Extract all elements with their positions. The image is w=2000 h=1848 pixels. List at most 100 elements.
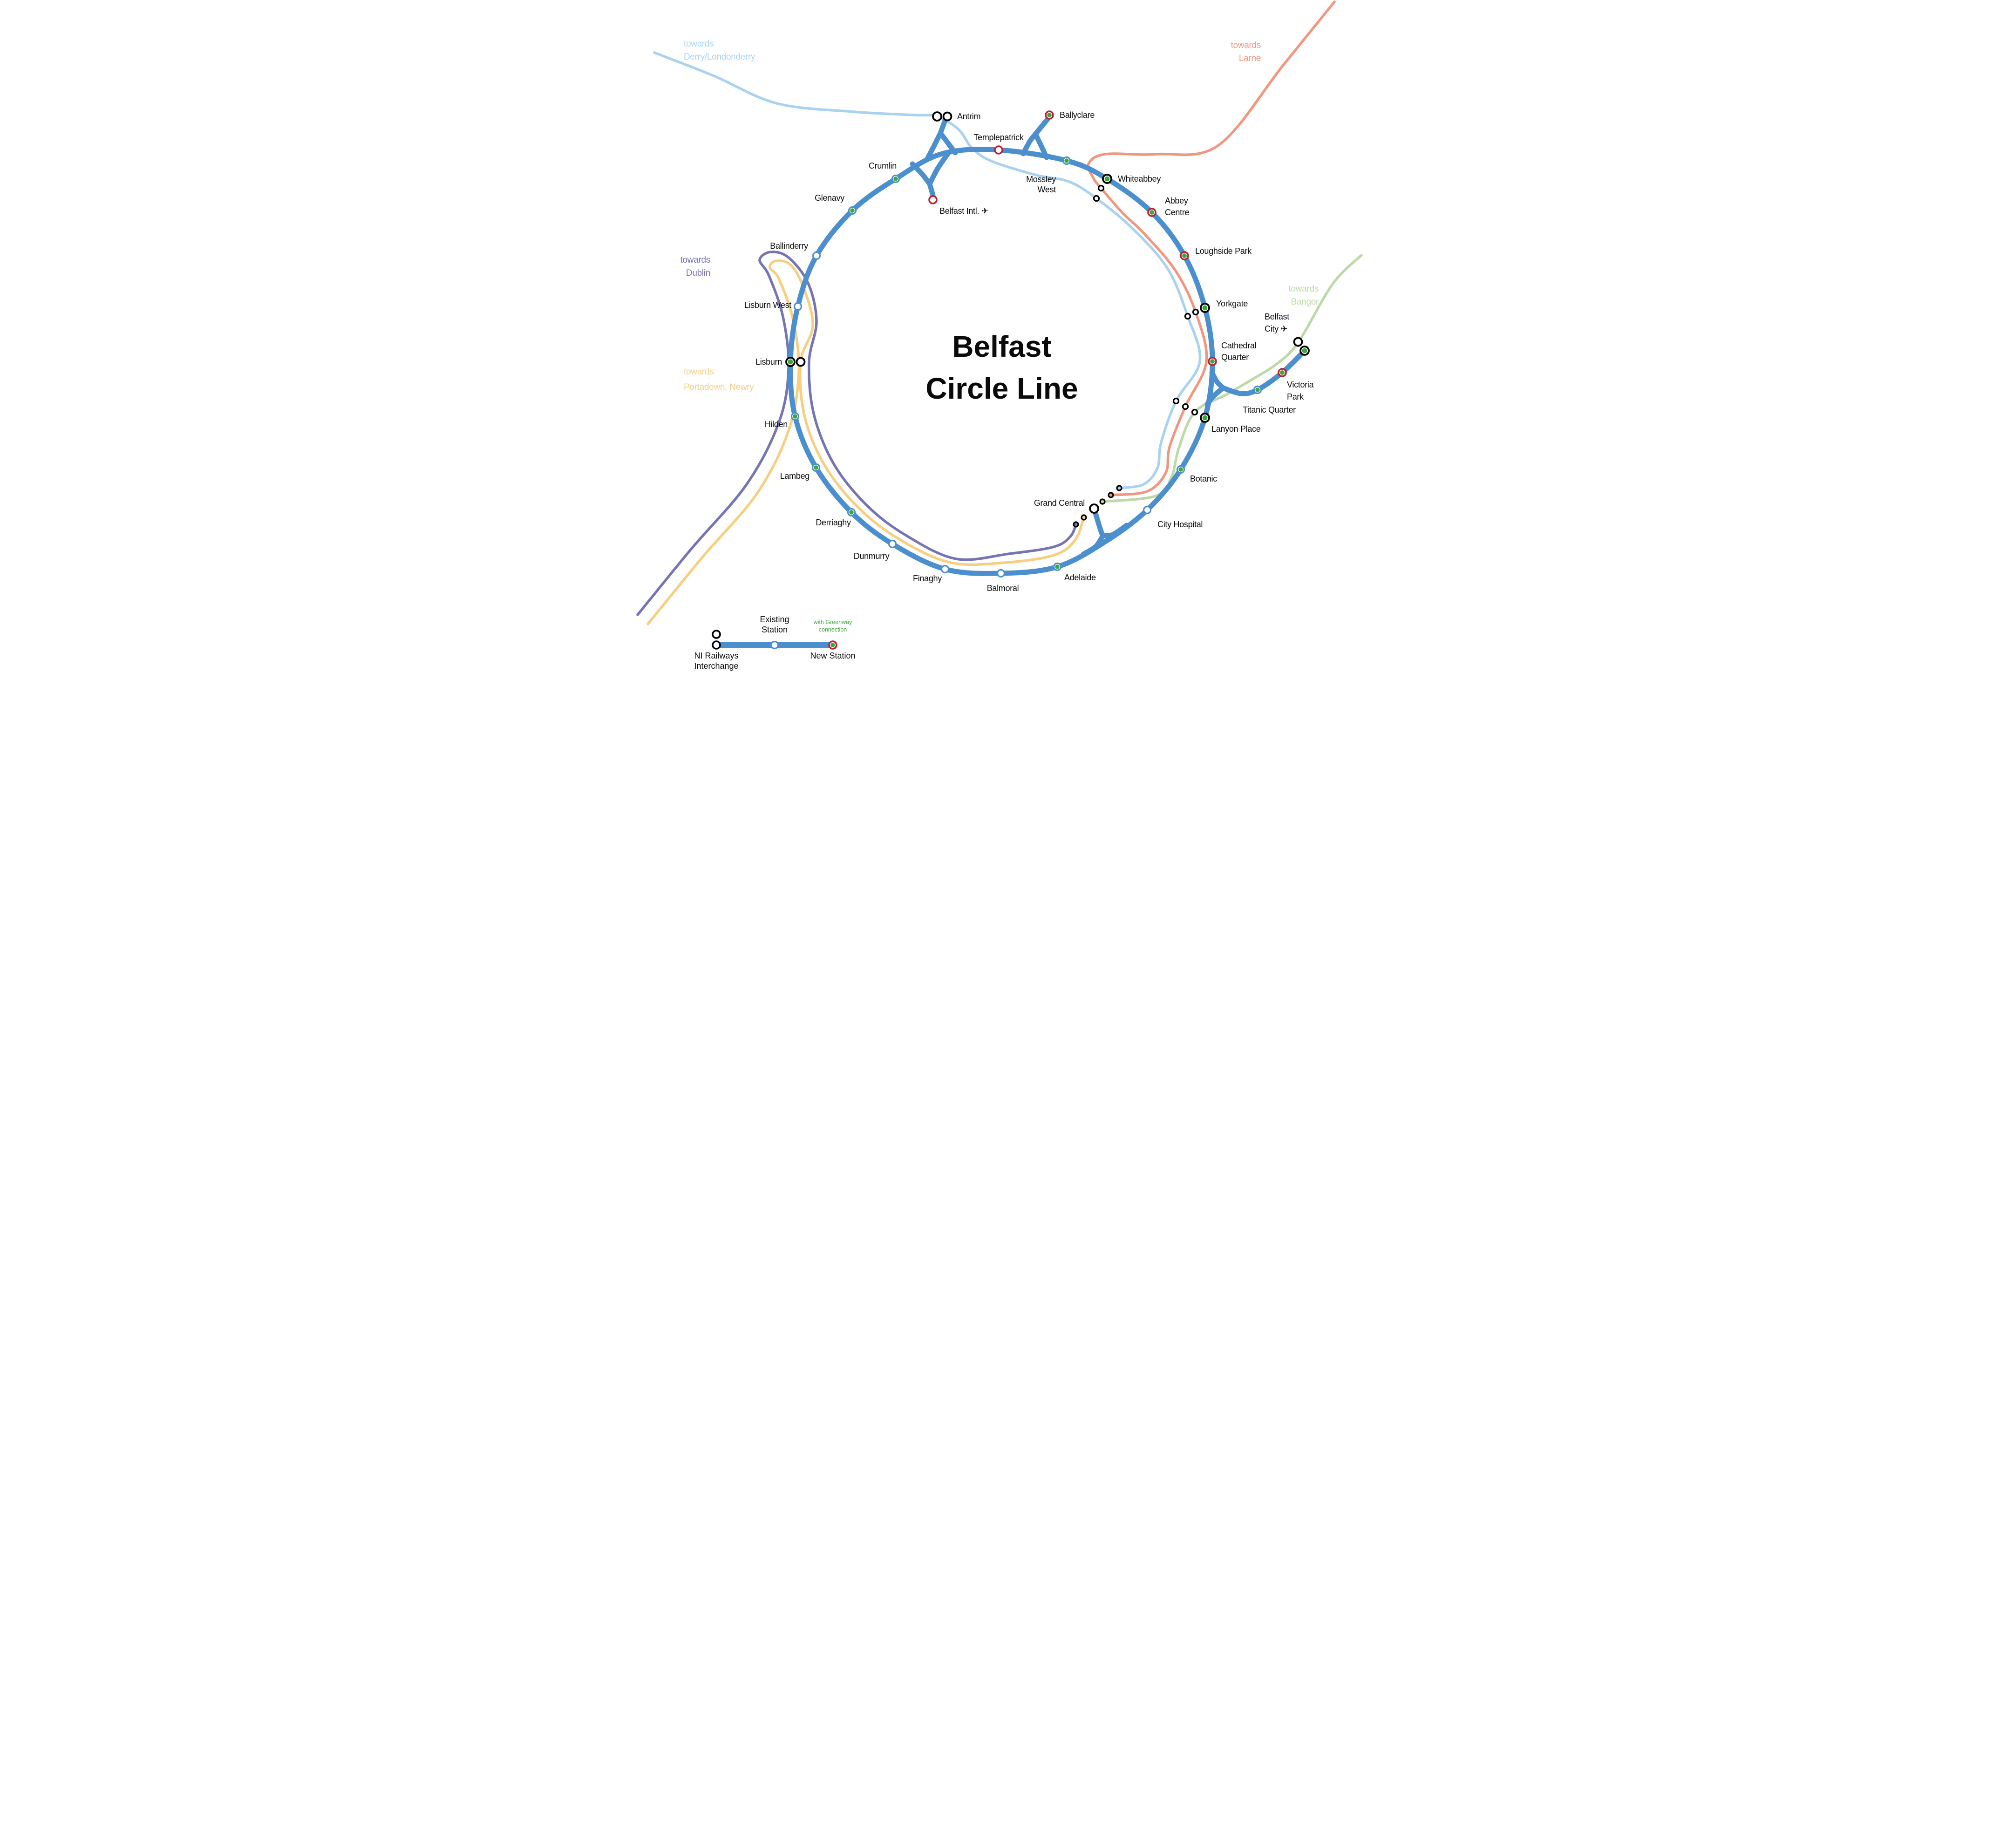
legend-interchange-label: Interchange [694,661,738,671]
map-title-line2: Circle Line [925,372,1078,405]
legend-greenway-dot-icon [830,643,835,647]
station-lisburn [785,357,806,367]
greenway-dot-icon [850,208,855,213]
interchange-link-icon [1097,184,1105,192]
station-label-antrim: Antrim [957,112,980,121]
feeder-lines [636,0,1363,625]
line-main-branch-14 [1081,533,1106,557]
station-finaghy [940,564,950,574]
station-label-abbeycentre: Centre [1165,208,1190,217]
greenway-dot-icon [1055,564,1060,569]
station-belfastintl [928,195,938,204]
station-adelaide [1053,562,1062,571]
station-whiteabbey [1093,174,1112,202]
station-loughsidepark [1180,251,1189,260]
line-main-branch-10 [1204,385,1226,407]
existing-station-icon [793,302,803,311]
greenway-dot-icon [1064,158,1069,163]
interchange-link-icon [1293,337,1303,347]
station-label-cityhospital: City Hospital [1157,520,1203,529]
terminus-label-larne: Larne [1239,54,1261,63]
interchange-link-icon-bangor [1099,498,1106,505]
line-larne [1087,0,1336,496]
new-station-icon [994,145,1003,155]
station-grandcentral [1073,485,1122,528]
station-label-adelaide: Adelaide [1064,573,1096,582]
station-label-whiteabbey: Whiteabbey [1118,174,1161,183]
terminus-label-derry: towards [684,39,714,49]
station-crumlin [891,174,900,183]
line-dublin [636,251,1077,616]
station-ballinderry [812,251,821,260]
station-dunmurry [888,539,897,549]
station-label-lisburn: Lisburn [755,357,782,367]
station-lambeg [811,463,821,472]
line-portadown [646,259,1085,625]
station-antrim [932,111,952,122]
station-label-yorkgate: Yorkgate [1216,299,1248,308]
greenway-dot-icon [793,414,797,419]
terminus-label-bangor: Bangor [1291,297,1319,307]
interchange-link-icon [1093,195,1100,202]
greenway-dot-icon [893,177,898,181]
terminus-label-derry: Derry/Londonderry [684,52,755,62]
line-derry [653,51,1202,489]
station-label-belfastintl: Belfast Intl. ✈ [939,206,988,216]
greenway-dot-icon [1255,387,1260,392]
legend-greenway-note: connection [819,626,847,633]
terminus-label-bangor: towards [1289,284,1319,294]
terminus-label-portadown: towards [684,367,714,377]
existing-station-icon [888,539,897,549]
greenway-dot-icon [1210,359,1215,364]
legend-existing-station-icon [770,640,779,650]
stations [785,110,1310,578]
station-balmoral [996,569,1006,578]
greenway-dot-icon [1302,348,1307,353]
station-victoriapark [1278,368,1287,377]
station-label-grandcentral: Grand Central [1034,498,1085,508]
greenway-dot-icon [1202,415,1208,421]
terminus-label-portadown: Portadown, Newry [684,382,754,392]
station-label-lanyonplace: Lanyon Place [1211,424,1261,434]
station-derriaghy [847,508,856,517]
station-label-templepatrick: Templepatrick [973,133,1024,142]
station-ballyclare [1045,110,1054,120]
existing-station-icon [812,251,821,260]
station-label-mossleywest: Mossley [1026,175,1056,184]
station-label-dunmurry: Dunmurry [854,551,890,561]
station-label-balmoral: Balmoral [987,584,1019,593]
station-label-lisburnwest: Lisburn West [744,300,791,310]
terminus-label-dublin: towards [680,255,710,265]
greenway-dot-icon [1178,467,1183,472]
station-templepatrick [994,145,1003,155]
station-label-belfastcity: City ✈ [1265,324,1288,333]
station-label-loughsidepark: Loughside Park [1195,246,1252,256]
existing-station-icon [940,564,950,574]
legend-existing-label: Existing [760,615,789,624]
interchange-link-icon-dublin [1073,521,1079,528]
greenway-dot-icon [1047,113,1052,117]
legend-interchange-label: NI Railways [694,651,738,660]
greenway-dot-icon [1202,305,1208,311]
interchange-link-icon [1182,403,1189,410]
interchange-link-icon-derry [1116,485,1122,491]
station-label-victoriapark: Victoria [1287,380,1314,389]
line-main-branch-6 [910,161,932,187]
station-label-ballyclare: Ballyclare [1060,110,1095,120]
interchange-link-icon [1172,397,1180,405]
station-hilden [790,412,800,421]
station-label-glenavy: Glenavy [815,193,844,203]
station-lanyonplace [1172,397,1210,423]
greenway-dot-icon [1280,370,1285,375]
terminus-label-dublin: Dublin [686,268,710,278]
legend-new-station-label: New Station [810,651,855,660]
station-label-mossleywest: West [1038,185,1056,194]
interchange-link-icon [796,357,806,367]
station-glenavy [848,206,857,215]
greenway-dot-icon [849,510,854,515]
station-label-lambeg: Lambeg [780,471,810,481]
station-label-ballinderry: Ballinderry [770,241,808,251]
greenway-dot-icon [1104,176,1110,182]
